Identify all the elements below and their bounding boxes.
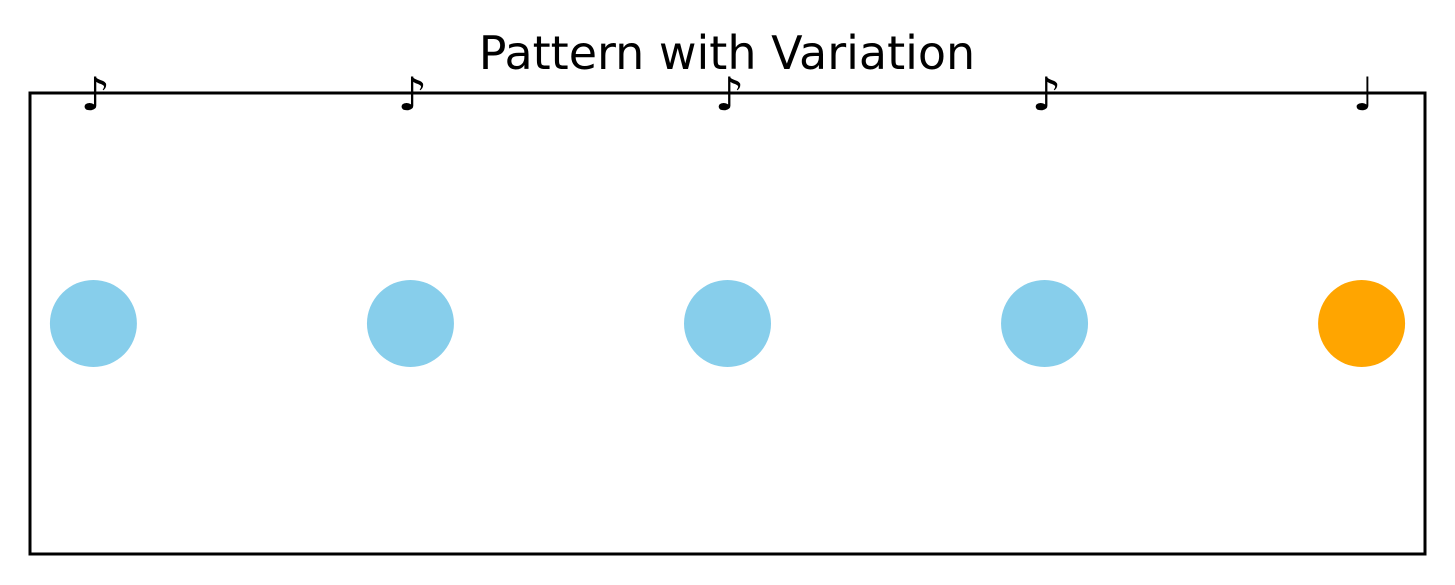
data-point-2 bbox=[684, 280, 771, 367]
axes-frame bbox=[28, 91, 1427, 556]
music-note-label-0: ♪ bbox=[81, 67, 110, 121]
music-note-label-1: ♪ bbox=[398, 67, 427, 121]
data-points: ♪ ♪ ♪ ♪ ♩ bbox=[49, 67, 1406, 367]
music-note-label-4: ♩ bbox=[1353, 67, 1375, 121]
music-note-label-3: ♪ bbox=[1032, 67, 1061, 121]
data-point-0 bbox=[49, 280, 137, 367]
data-point-1 bbox=[366, 280, 454, 367]
data-point-3 bbox=[1001, 280, 1089, 367]
chart-title: Pattern with Variation bbox=[479, 26, 975, 80]
data-point-4 bbox=[1318, 280, 1406, 367]
music-note-label-2: ♪ bbox=[715, 67, 744, 121]
